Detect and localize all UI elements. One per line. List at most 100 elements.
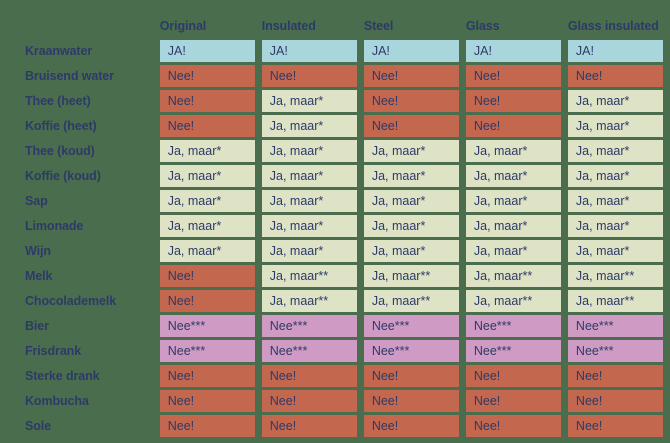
cell-value: JA! xyxy=(363,40,459,62)
cell-value: Ja, maar* xyxy=(465,240,561,262)
cell-value: Ja, maar* xyxy=(261,115,357,137)
row-label: Sterke drank xyxy=(25,369,100,383)
cell-value: Ja, maar** xyxy=(363,265,459,287)
cell-value: Ja, maar* xyxy=(567,115,663,137)
cell-value: Ja, maar* xyxy=(567,90,663,112)
cell-value: Nee*** xyxy=(567,315,663,337)
cell-value: Ja, maar* xyxy=(159,215,255,237)
row-label: Frisdrank xyxy=(25,344,82,358)
row-label: Melk xyxy=(25,269,53,283)
cell-value: JA! xyxy=(465,40,561,62)
cell-value: Nee*** xyxy=(159,340,255,362)
cell-value: Nee! xyxy=(363,390,459,412)
cell-value: Nee*** xyxy=(363,340,459,362)
cell-value: Nee! xyxy=(261,65,357,87)
table-row: Koffie (heet)Nee!Ja, maar*Nee!Nee!Ja, ma… xyxy=(7,115,663,137)
cell-value: Ja, maar* xyxy=(363,240,459,262)
cell-value: Ja, maar* xyxy=(363,215,459,237)
cell-value: Ja, maar* xyxy=(567,165,663,187)
row-label: Thee (heet) xyxy=(25,94,91,108)
cell-value: Nee*** xyxy=(261,340,357,362)
cell-value: Nee*** xyxy=(567,340,663,362)
cell-value: Nee! xyxy=(159,390,255,412)
cell-value: Nee! xyxy=(159,265,255,287)
cell-value: Nee! xyxy=(465,390,561,412)
cell-value: Ja, maar* xyxy=(159,165,255,187)
row-label: Kraanwater xyxy=(25,44,93,58)
cell-value: Nee! xyxy=(261,415,357,437)
cell-value: Ja, maar** xyxy=(363,290,459,312)
column-header-insulated: Insulated xyxy=(261,19,316,33)
table-row: Thee (koud) Ja, maar* Ja, maar* Ja, maar* Ja… xyxy=(7,140,663,162)
cell-value: Ja, maar** xyxy=(261,290,357,312)
cell-value: Ja, maar* xyxy=(567,140,663,162)
cell-value: Nee! xyxy=(261,365,357,387)
cell-value: JA! xyxy=(567,40,663,62)
cell-value: Ja, maar* xyxy=(261,240,357,262)
column-header-glass-insulated: Glass insulated xyxy=(567,19,659,33)
cell-value: Nee*** xyxy=(363,315,459,337)
cell-value: Ja, maar* xyxy=(567,240,663,262)
cell-value: Ja, maar** xyxy=(567,290,663,312)
cell-value: Nee! xyxy=(261,390,357,412)
row-label: Sap xyxy=(25,194,48,208)
cell-value: Ja, maar* xyxy=(465,165,561,187)
cell-value: Ja, maar* xyxy=(567,190,663,212)
cell-value: Nee! xyxy=(465,365,561,387)
table-row: Kraanwater JA! JA! JA! JA! JA! xyxy=(7,40,663,62)
cell-value: Ja, maar** xyxy=(465,290,561,312)
row-label: Thee (koud) xyxy=(25,144,95,158)
row-label: Koffie (heet) xyxy=(25,119,97,133)
cell-value: Ja, maar* xyxy=(363,140,459,162)
cell-value: Nee! xyxy=(567,415,663,437)
cell-value: Nee! xyxy=(363,90,459,112)
row-label: Limonade xyxy=(25,219,84,233)
cell-value: Nee! xyxy=(465,115,561,137)
cell-value: Nee! xyxy=(363,65,459,87)
cell-value: Nee! xyxy=(465,415,561,437)
row-label: Sole xyxy=(25,419,51,433)
cell-value: Nee! xyxy=(567,365,663,387)
table-row: Chocolademelk Nee! Ja, maar** Ja, maar** Ja,… xyxy=(7,290,663,312)
cell-value: Nee! xyxy=(159,65,255,87)
cell-value: Ja, maar* xyxy=(465,140,561,162)
table-row: Koffie (koud)Ja, maar*Ja, maar*Ja, maar*… xyxy=(7,165,663,187)
cell-value: Nee! xyxy=(159,365,255,387)
cell-value: Nee! xyxy=(159,415,255,437)
cell-value: Ja, maar* xyxy=(465,190,561,212)
cell-value: Ja, maar* xyxy=(261,140,357,162)
cell-value: Ja, maar* xyxy=(363,190,459,212)
table-corner-cell xyxy=(7,3,153,37)
cell-value: Ja, maar* xyxy=(363,165,459,187)
cell-value: Nee! xyxy=(567,65,663,87)
cell-value: Nee! xyxy=(363,365,459,387)
cell-value: Ja, maar* xyxy=(261,215,357,237)
column-header-original: Original xyxy=(159,19,207,33)
cell-value: Nee*** xyxy=(465,315,561,337)
cell-value: Nee! xyxy=(159,290,255,312)
row-label: Bier xyxy=(25,319,49,333)
cell-value: Ja, maar* xyxy=(159,190,255,212)
column-header-glass: Glass xyxy=(465,19,500,33)
row-label: Chocolademelk xyxy=(25,294,117,308)
cell-value: JA! xyxy=(261,40,357,62)
row-label: Kombucha xyxy=(25,394,89,408)
cell-value: Ja, maar* xyxy=(261,165,357,187)
table-row: Thee (heet)Nee!Ja, maar*Nee!Nee!Ja, maar… xyxy=(7,90,663,112)
cell-value: Nee! xyxy=(363,115,459,137)
cell-value: Ja, maar** xyxy=(261,265,357,287)
table-row: Sterke drank Nee! Nee! Nee! Nee! Nee! xyxy=(7,365,663,387)
cell-value: JA! xyxy=(159,40,255,62)
cell-value: Ja, maar* xyxy=(159,140,255,162)
cell-value: Ja, maar* xyxy=(159,240,255,262)
